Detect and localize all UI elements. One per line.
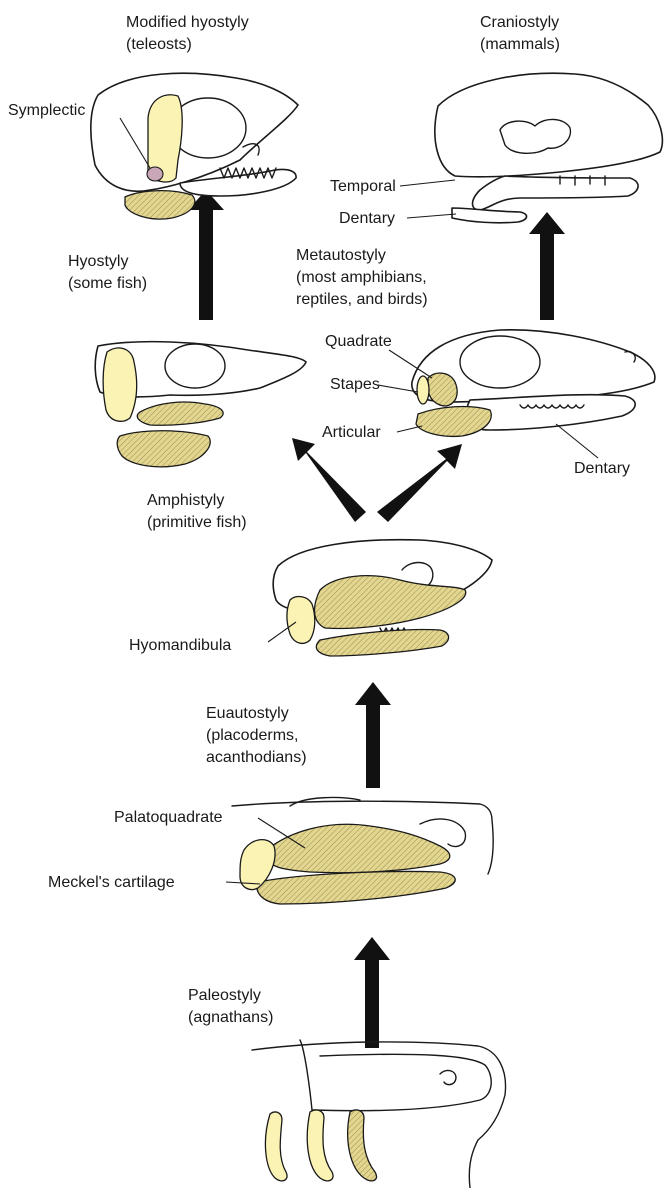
hyostylic-fish-illustration	[95, 342, 306, 467]
amphistyly-subtitle: (primitive fish)	[147, 514, 247, 531]
quadrate-label: Quadrate	[325, 333, 392, 350]
arrow-to-amphistyly	[355, 682, 391, 788]
euautostyly-title: Euautostyly	[206, 705, 289, 722]
hyomandibula-label: Hyomandibula	[129, 637, 231, 654]
dentary-reptile-label: Dentary	[574, 460, 630, 477]
amphistyly-title: Amphistyly	[147, 492, 224, 509]
symplectic-label: Symplectic	[8, 102, 85, 119]
meckels-cartilage-label: Meckel's cartilage	[48, 874, 175, 891]
modified-hyostyly-title: Modified hyostyly	[126, 14, 249, 31]
euautostyly-subtitle-2: acanthodians)	[206, 749, 307, 766]
metautostyly-title: Metautostyly	[296, 247, 386, 264]
paleostyly-title: Paleostyly	[188, 987, 261, 1004]
mammal-skull-illustration	[435, 73, 662, 223]
palatoquadrate-label: Palatoquadrate	[114, 809, 223, 826]
euautostylic-fish-illustration	[232, 798, 493, 904]
temporal-label: Temporal	[330, 178, 396, 195]
reptile-skull-illustration	[412, 330, 655, 437]
articular-label: Articular	[322, 424, 381, 441]
euautostyly-subtitle-1: (placoderms,	[206, 727, 298, 744]
craniostyly-subtitle: (mammals)	[480, 36, 560, 53]
arrow-to-craniostyly	[529, 212, 565, 320]
dentary-mammal-label: Dentary	[339, 210, 395, 227]
paleostyly-subtitle: (agnathans)	[188, 1009, 273, 1026]
temporal-leader	[400, 180, 455, 186]
agnathan-illustration	[252, 1040, 506, 1188]
dentary-reptile-leader	[556, 424, 598, 458]
arrow-to-metautostyly	[377, 444, 462, 522]
teleost-skull-illustration	[91, 73, 298, 219]
amphistylic-fish-illustration	[273, 540, 492, 656]
metautostyly-subtitle-1: (most amphibians,	[296, 269, 427, 286]
dentary-mammal-leader	[407, 214, 456, 218]
craniostyly-title: Craniostyly	[480, 14, 559, 31]
arrow-to-euautostyly	[354, 937, 390, 1048]
articular-leader	[397, 426, 422, 432]
metautostyly-subtitle-2: reptiles, and birds)	[296, 291, 428, 308]
arrow-to-modified-hyostyly	[188, 190, 224, 320]
hyostyly-title: Hyostyly	[68, 253, 128, 270]
modified-hyostyly-subtitle: (teleosts)	[126, 36, 192, 53]
hyostyly-subtitle: (some fish)	[68, 275, 147, 292]
arrow-to-hyostyly	[292, 438, 366, 522]
stapes-label: Stapes	[330, 376, 380, 393]
